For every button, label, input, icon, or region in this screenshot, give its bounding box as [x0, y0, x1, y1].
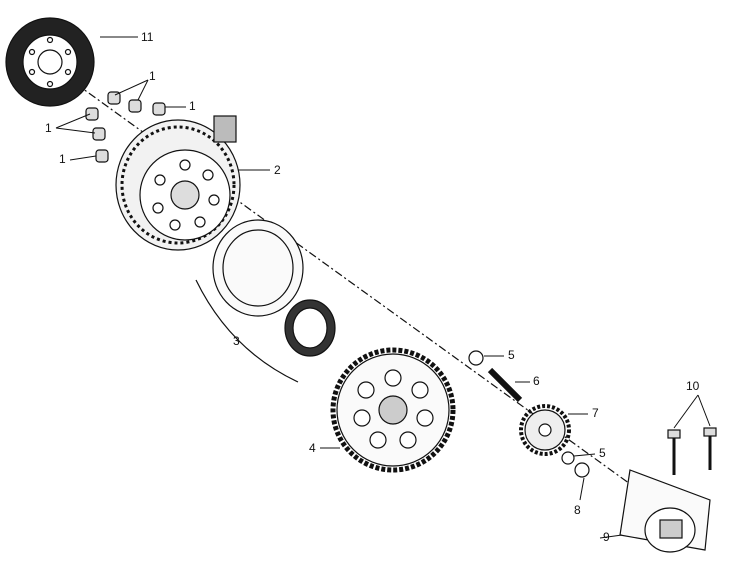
- callout-3: 3: [233, 334, 240, 348]
- callout-5: 5: [599, 446, 606, 460]
- stator-part-11: [5, 17, 95, 107]
- callout-1: 1: [149, 69, 156, 83]
- circlip-part-5b: [561, 451, 575, 465]
- callout-2: 2: [274, 163, 281, 177]
- callout-7: 7: [592, 406, 599, 420]
- callout-8: 8: [574, 503, 581, 517]
- bolts-part-1: [85, 91, 166, 163]
- callout-9: 9: [603, 530, 610, 544]
- washer-part-8: [574, 462, 590, 478]
- starter-motor-part-9: [619, 469, 711, 553]
- callout-10: 10: [686, 379, 700, 393]
- callout-4: 4: [309, 441, 316, 455]
- leader-lines: [55, 36, 711, 539]
- flywheel-part-2: [115, 115, 241, 251]
- circlip-part-5: [468, 350, 484, 366]
- callout-1: 1: [59, 152, 66, 166]
- starter-gear-part-4: [330, 347, 456, 473]
- starter-clutch-part-3: [195, 219, 336, 383]
- callout-1: 1: [45, 121, 52, 135]
- callout-6: 6: [533, 374, 540, 388]
- callout-5: 5: [508, 348, 515, 362]
- reduction-gear-part-7: [519, 404, 571, 456]
- callout-11: 11: [141, 30, 154, 44]
- bolts-part-10: [667, 427, 717, 475]
- callout-1: 1: [189, 99, 196, 113]
- shaft-part-6: [487, 367, 523, 403]
